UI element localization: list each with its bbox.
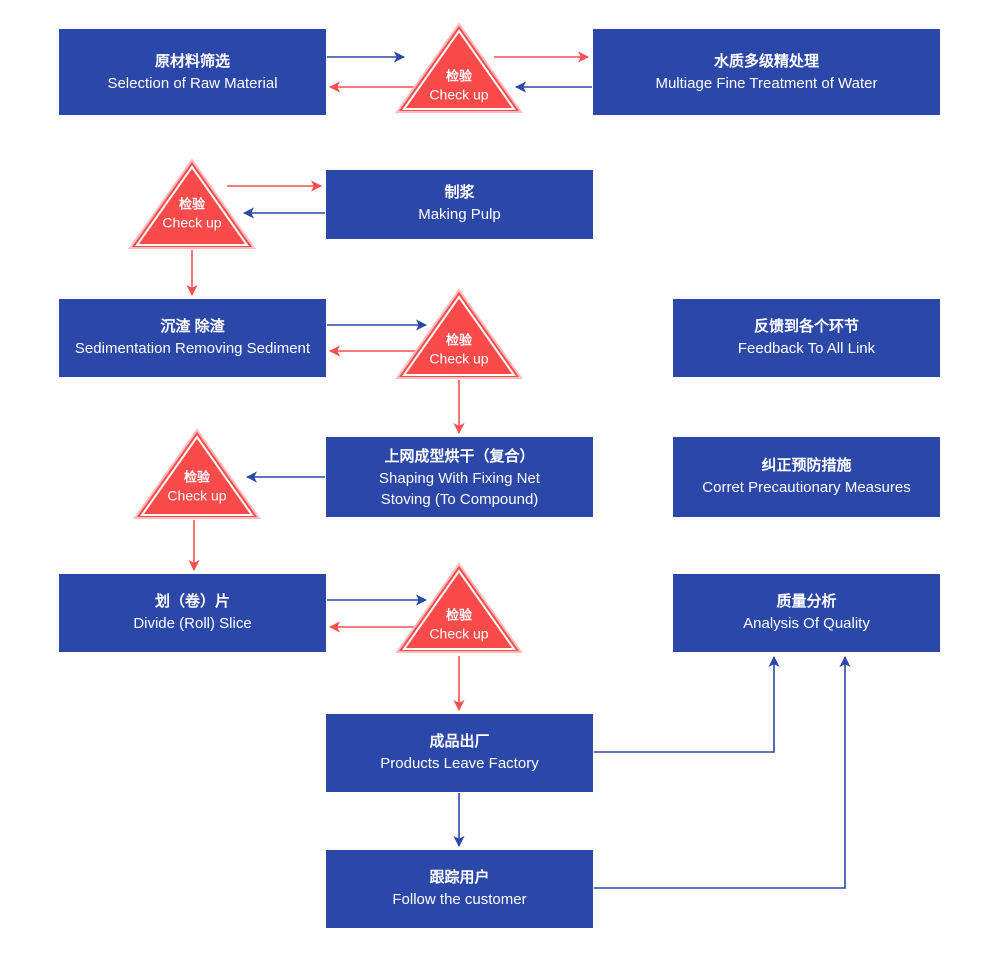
box-label-en: Selection of Raw Material bbox=[107, 75, 277, 92]
box-label-cn: 水质多级精处理 bbox=[714, 52, 819, 70]
checkpoint-label-cn: 检验 bbox=[446, 332, 473, 347]
triangle-inner-stroke-icon bbox=[402, 569, 516, 650]
process-box-water-treatment[interactable]: 水质多级精处理 Multiage Fine Treatment of Water bbox=[593, 29, 940, 115]
triangle-inner-stroke-icon bbox=[135, 165, 249, 246]
connector-follow-to-analysis bbox=[594, 655, 851, 889]
box-label-en: Making Pulp bbox=[418, 206, 501, 223]
box-label-cn: 制浆 bbox=[444, 183, 475, 201]
process-box-analysis-quality[interactable]: 质量分析 Analysis Of Quality bbox=[673, 574, 940, 652]
checkpoint-label-en: Check up bbox=[162, 215, 221, 231]
triangle-outline-icon bbox=[395, 288, 523, 379]
box-label-cn: 质量分析 bbox=[776, 592, 836, 610]
checkpoint-label-cn: 检验 bbox=[184, 469, 211, 484]
process-box-precautionary[interactable]: 纠正预防措施 Corret Precautionary Measures bbox=[673, 437, 940, 517]
triangle-outline-icon bbox=[128, 158, 256, 249]
box-label-cn: 沉渣 除渣 bbox=[160, 317, 225, 335]
process-box-divide-slice[interactable]: 划（卷）片 Divide (Roll) Slice bbox=[59, 574, 326, 652]
box-label-en: Feedback To All Link bbox=[738, 340, 876, 357]
process-box-sedimentation[interactable]: 沉渣 除渣 Sedimentation Removing Sediment bbox=[59, 299, 326, 377]
checkpoint-label-en: Check up bbox=[429, 87, 488, 103]
triangle-inner-stroke-icon bbox=[402, 29, 516, 110]
box-label-cn: 成品出厂 bbox=[429, 732, 489, 750]
box-label-en: Sedimentation Removing Sediment bbox=[75, 340, 311, 357]
process-box-follow-customer[interactable]: 跟踪用户 Follow the customer bbox=[326, 850, 593, 928]
box-label-en: Multiage Fine Treatment of Water bbox=[655, 75, 877, 92]
checkpoint-label-en: Check up bbox=[167, 488, 226, 504]
connector-products-to-analysis bbox=[594, 655, 780, 753]
box-label-cn: 划（卷）片 bbox=[155, 592, 230, 610]
checkpoint-triangle-1[interactable]: 检验 Check up bbox=[395, 22, 523, 113]
checkpoint-triangle-5[interactable]: 检验 Check up bbox=[395, 562, 523, 653]
box-label-cn: 反馈到各个环节 bbox=[754, 317, 859, 335]
triangle-outline-icon bbox=[395, 562, 523, 653]
process-box-products-leave[interactable]: 成品出厂 Products Leave Factory bbox=[326, 714, 593, 792]
box-label-en: Divide (Roll) Slice bbox=[133, 615, 251, 632]
checkpoint-label-cn: 检验 bbox=[446, 68, 473, 83]
triangle-inner-stroke-icon bbox=[140, 435, 254, 516]
box-label-cn: 纠正预防措施 bbox=[761, 456, 851, 474]
process-box-shaping[interactable]: 上网成型烘干（复合） Shaping With Fixing Net Stovi… bbox=[326, 437, 593, 517]
process-box-feedback[interactable]: 反馈到各个环节 Feedback To All Link bbox=[673, 299, 940, 377]
box-label-cn: 上网成型烘干（复合） bbox=[384, 447, 534, 465]
checkpoint-label-cn: 检验 bbox=[179, 196, 206, 211]
box-label-en: Corret Precautionary Measures bbox=[702, 479, 910, 496]
triangle-outline-icon bbox=[133, 428, 261, 519]
box-label-en: Products Leave Factory bbox=[380, 755, 539, 772]
checkpoint-triangle-2[interactable]: 检验 Check up bbox=[128, 158, 256, 249]
box-label-cn: 原材料筛选 bbox=[155, 52, 230, 70]
checkpoint-label-cn: 检验 bbox=[446, 607, 473, 622]
checkpoint-label-en: Check up bbox=[429, 626, 488, 642]
box-label-en-line2: Shaping With Fixing Net bbox=[379, 470, 541, 487]
box-label-cn: 跟踪用户 bbox=[429, 868, 489, 886]
box-label-en: Follow the customer bbox=[392, 891, 526, 908]
triangle-inner-stroke-icon bbox=[402, 295, 516, 376]
box-label-en-line3: Stoving (To Compound) bbox=[381, 491, 539, 508]
box-label-en: Analysis Of Quality bbox=[743, 615, 870, 632]
checkpoint-triangle-3[interactable]: 检验 Check up bbox=[395, 288, 523, 379]
process-box-making-pulp[interactable]: 制浆 Making Pulp bbox=[326, 170, 593, 239]
checkpoint-triangle-4[interactable]: 检验 Check up bbox=[133, 428, 261, 519]
triangle-outline-icon bbox=[395, 22, 523, 113]
checkpoint-label-en: Check up bbox=[429, 351, 488, 367]
process-box-raw-material[interactable]: 原材料筛选 Selection of Raw Material bbox=[59, 29, 326, 115]
